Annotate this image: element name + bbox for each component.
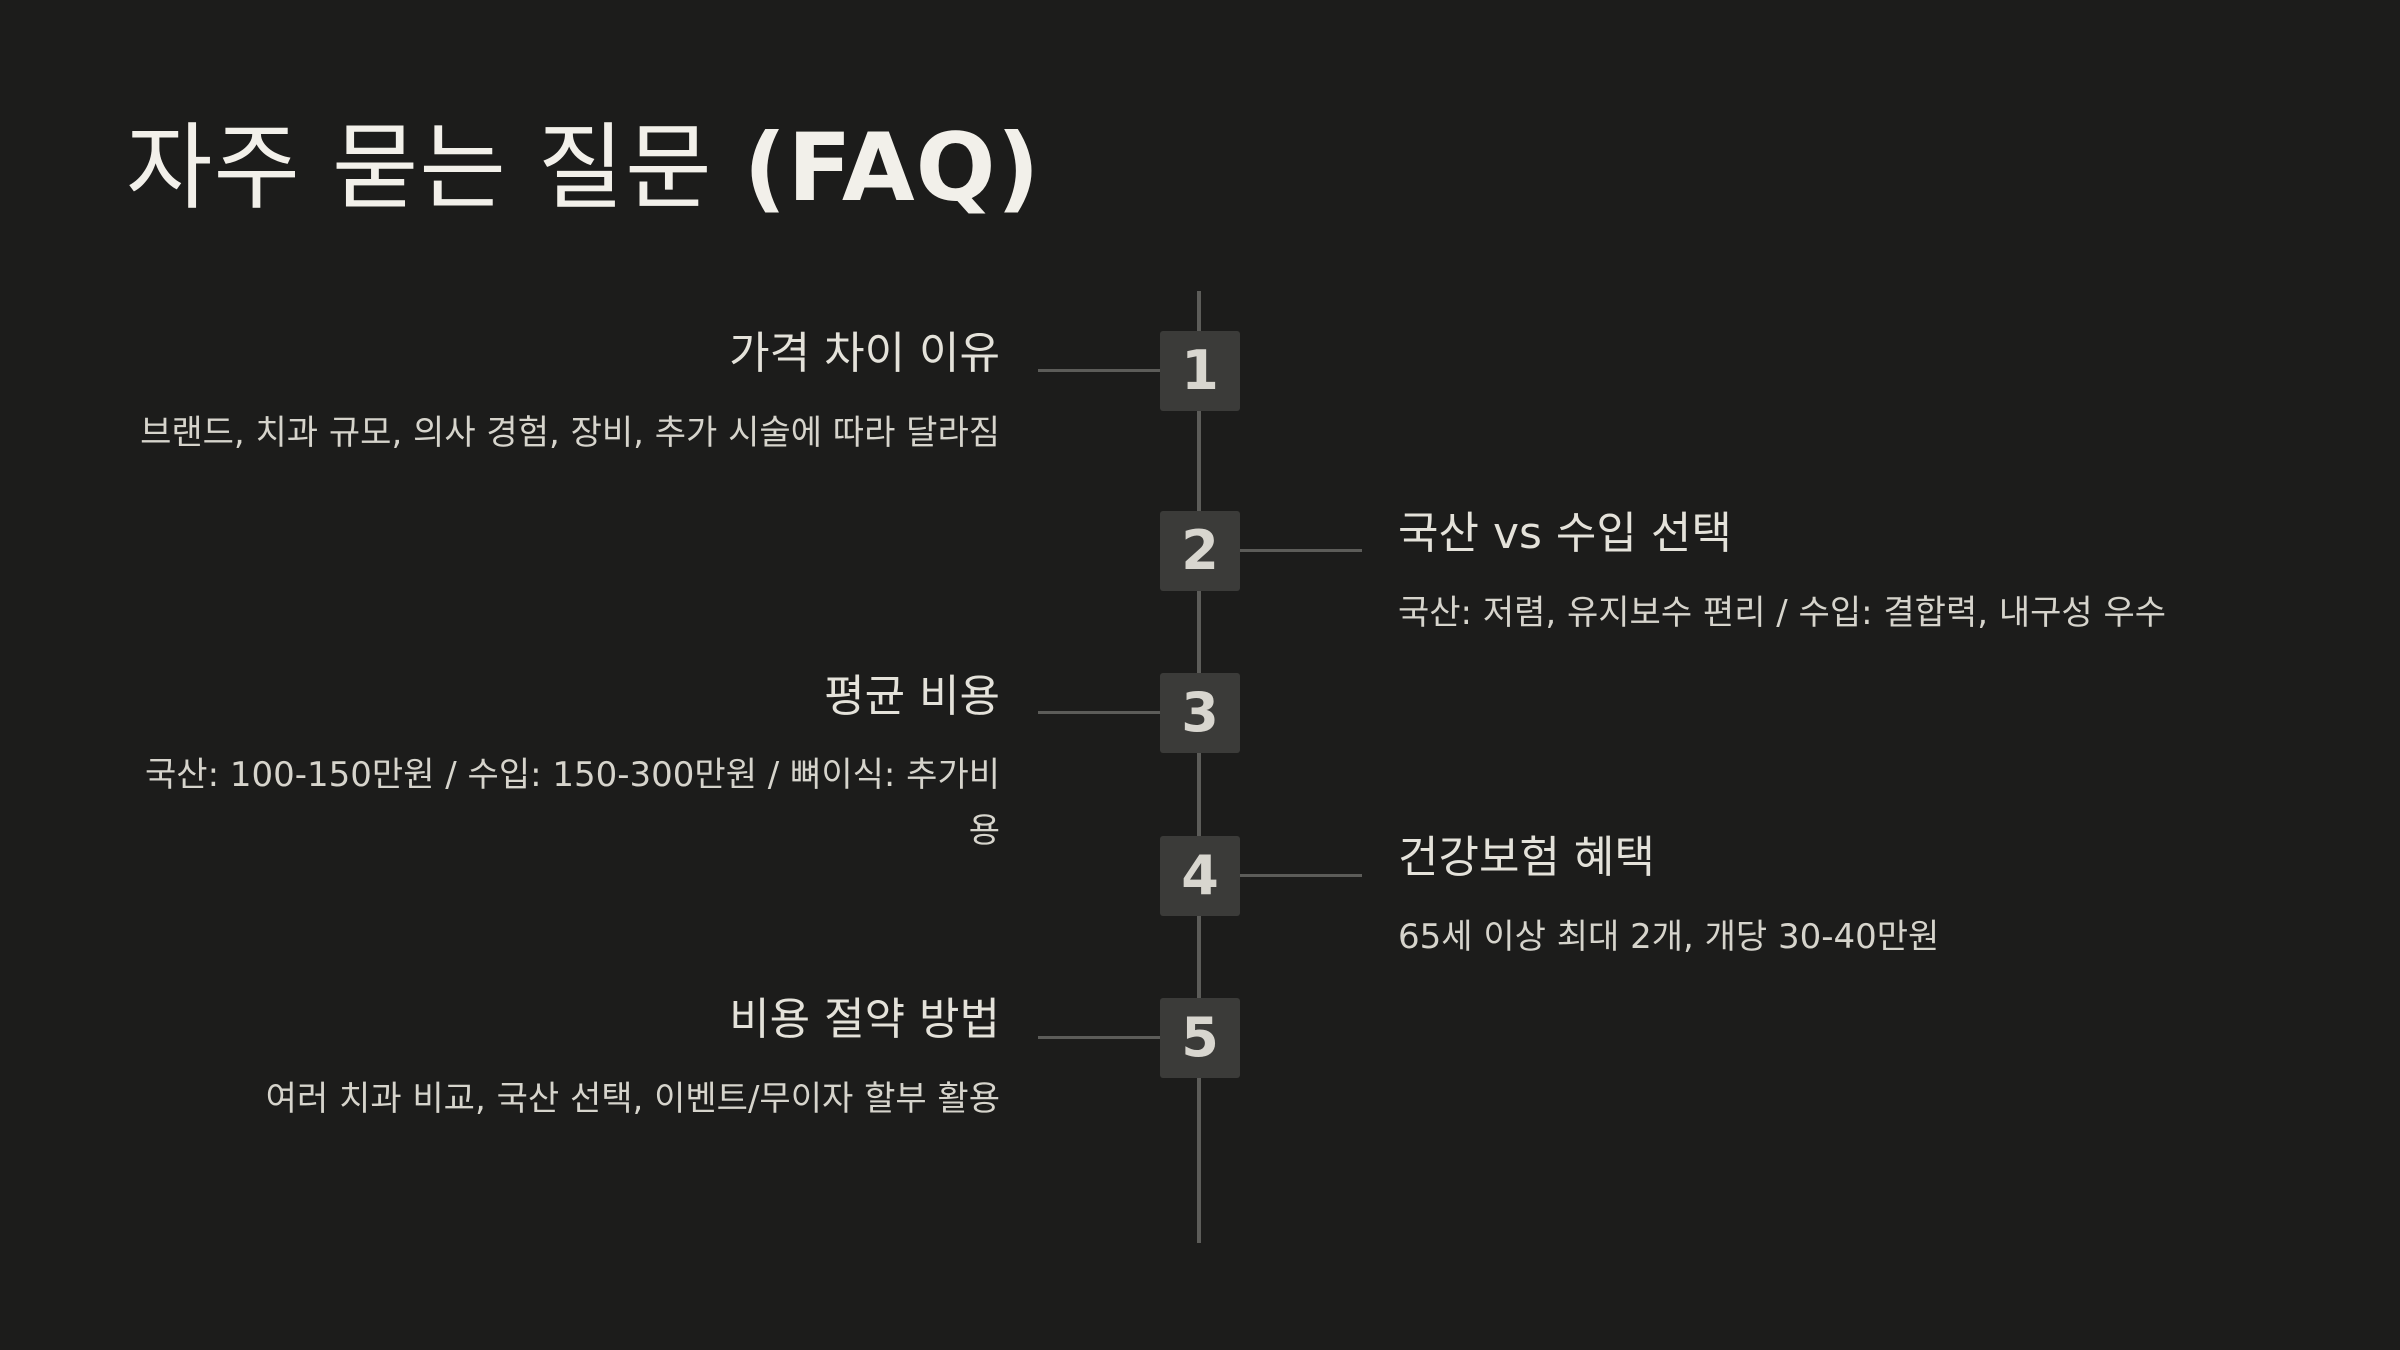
faq-title-4: 건강보험 혜택 (1398, 832, 1655, 883)
faq-description-5: 여러 치과 비교, 국산 선택, 이벤트/무이자 할부 활용 (265, 1079, 1000, 1119)
page-title-faq: (FAQ) (743, 114, 1041, 223)
connector-4 (1240, 874, 1362, 877)
step-badge-5: 5 (1160, 998, 1240, 1078)
faq-title-2: 국산 vs 수입 선택 (1398, 508, 1732, 559)
step-badge-3: 3 (1160, 673, 1240, 753)
connector-3 (1038, 711, 1160, 714)
faq-description-3: 국산: 100-150만원 / 수입: 150-300만원 / 뼈이식: 추가비… (145, 755, 1000, 851)
step-badge-1: 1 (1160, 331, 1240, 411)
faq-description-2: 국산: 저렴, 유지보수 편리 / 수입: 결합력, 내구성 우수 (1398, 593, 2167, 633)
connector-2 (1240, 549, 1362, 552)
step-badge-2: 2 (1160, 511, 1240, 591)
faq-description-1: 브랜드, 치과 규모, 의사 경험, 장비, 추가 시술에 따라 달라짐 (140, 413, 1000, 453)
faq-title-5: 비용 절약 방법 (729, 994, 1000, 1045)
page-title: 자주 묻는 질문 (FAQ) (126, 104, 1041, 234)
step-badge-4: 4 (1160, 836, 1240, 916)
connector-1 (1038, 369, 1160, 372)
faq-title-3: 평균 비용 (824, 671, 1000, 722)
page-title-korean: 자주 묻는 질문 (126, 114, 713, 223)
faq-description-4: 65세 이상 최대 2개, 개당 30-40만원 (1398, 917, 1940, 957)
timeline-line (1197, 291, 1201, 1243)
connector-5 (1038, 1036, 1160, 1039)
faq-title-1: 가격 차이 이유 (729, 328, 1000, 379)
